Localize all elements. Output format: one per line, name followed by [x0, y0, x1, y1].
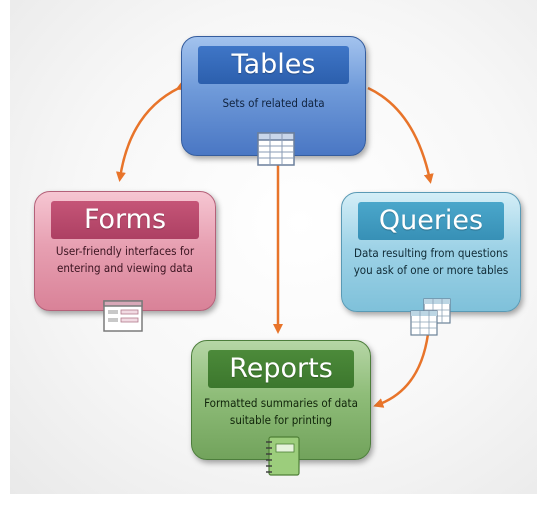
stacked-tables-icon	[410, 298, 451, 336]
form-window-icon	[103, 300, 143, 332]
queries-description: Data resulting from questions you ask of…	[353, 246, 509, 277]
queries-title: Queries	[358, 202, 504, 240]
queries-card: Queries Data resulting from questions yo…	[341, 192, 521, 312]
forms-description: User-friendly interfaces for entering an…	[55, 244, 195, 275]
forms-title: Forms	[51, 201, 199, 239]
forms-card: Forms User-friendly interfaces for enter…	[34, 191, 216, 311]
tables-description: Sets of related data	[222, 96, 325, 110]
tables-title: Tables	[198, 46, 349, 84]
reports-title: Reports	[208, 350, 354, 388]
reports-description: Formatted summaries of data suitable for…	[204, 396, 358, 427]
report-notebook-icon	[266, 436, 300, 476]
table-grid-icon	[257, 132, 295, 166]
